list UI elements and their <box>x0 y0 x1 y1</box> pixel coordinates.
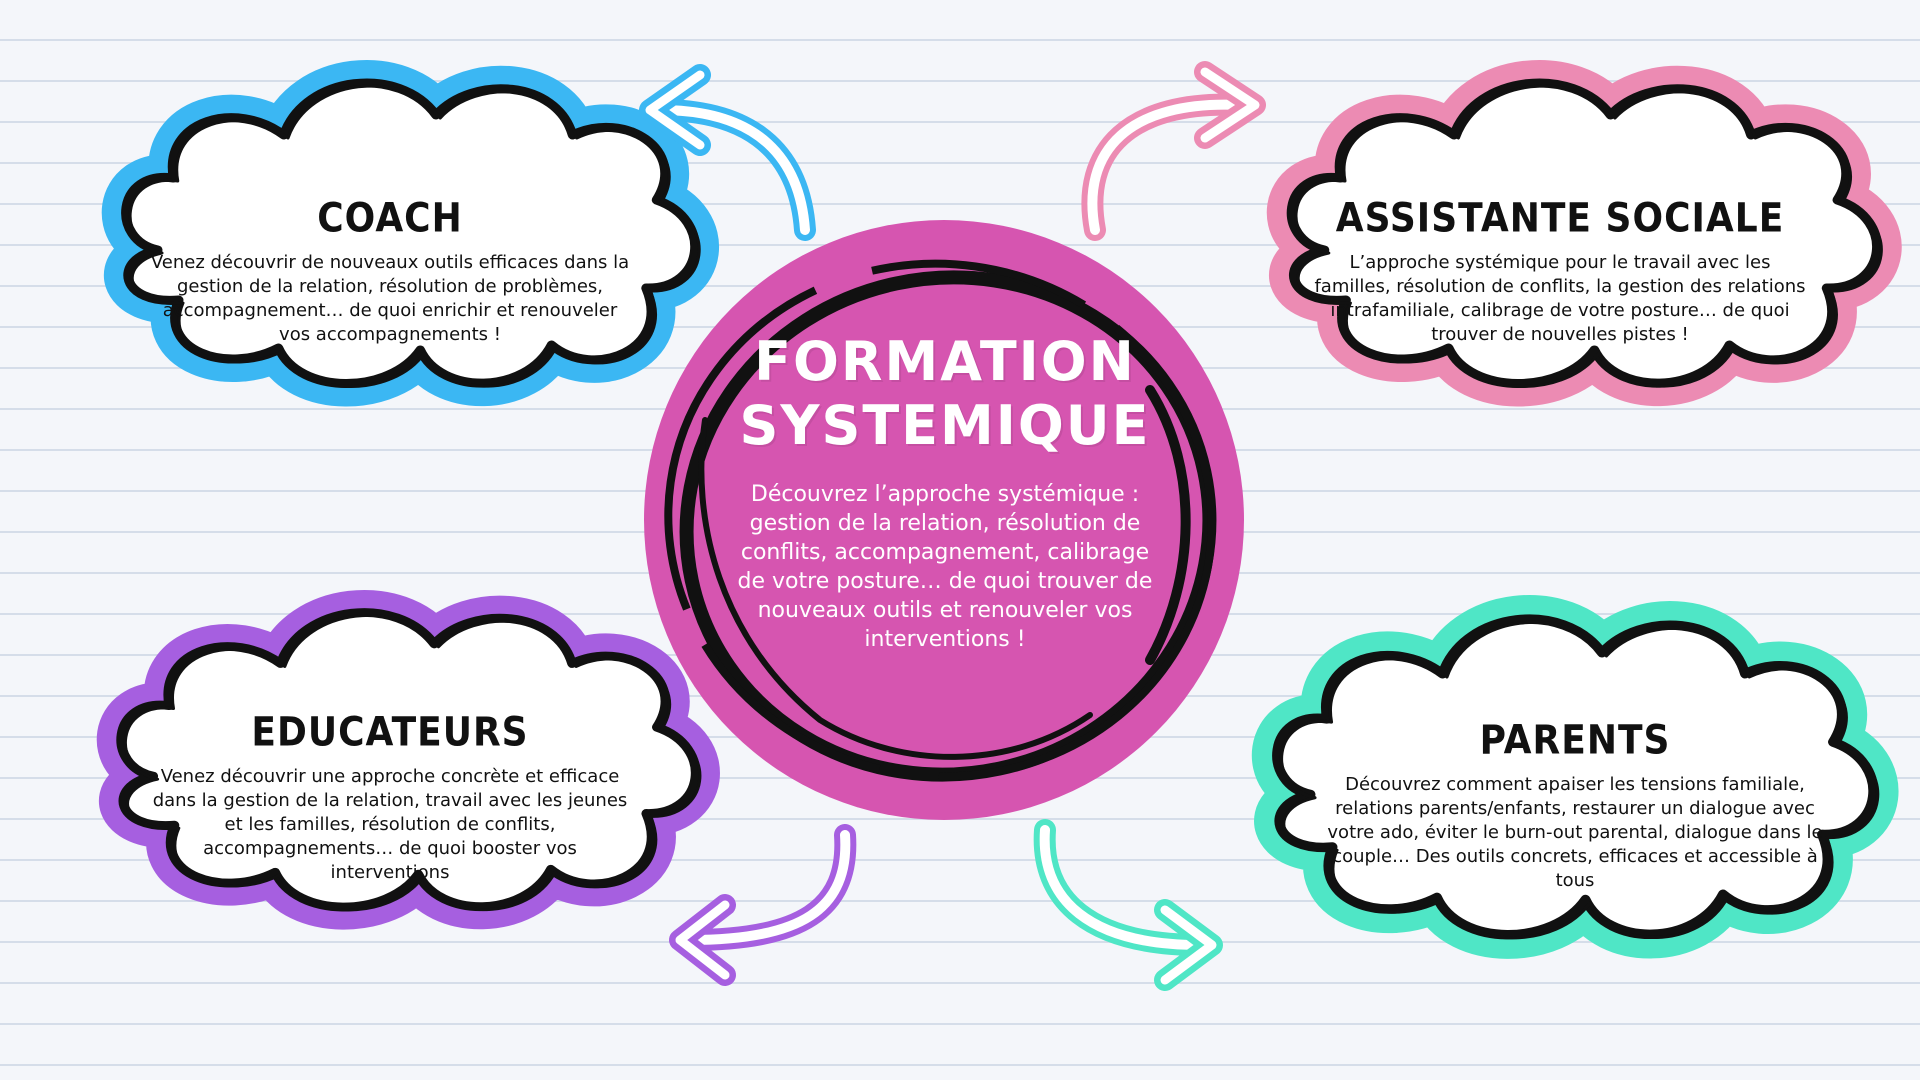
coach-content: COACH Venez découvrir de nouveaux outils… <box>145 195 635 347</box>
coach-title: COACH <box>317 195 463 242</box>
center-circle <box>644 220 1244 820</box>
parents-description: Découvrez comment apaiser les tensions f… <box>1327 774 1823 891</box>
coach-description: Venez découvrir de nouveaux outils effic… <box>150 252 630 345</box>
arrow-educateurs <box>669 824 857 986</box>
center-title-line1: FORMATION <box>754 330 1136 393</box>
arrow-coach <box>639 64 816 241</box>
parents-content: PARENTS Découvrez comment apaiser les te… <box>1325 717 1825 893</box>
center-description: Découvrez l’approche systémique : gestio… <box>737 482 1153 652</box>
arrow-parents <box>1033 819 1223 991</box>
social-description: L’approche systémique pour le travail av… <box>1314 252 1806 345</box>
center-content: FORMATION SYSTEMIQUE Découvrez l’approch… <box>730 330 1160 654</box>
parents-title: PARENTS <box>1479 717 1671 764</box>
arrow-social <box>1081 61 1266 241</box>
educateurs-title: EDUCATEURS <box>251 709 529 756</box>
center-title-line2: SYSTEMIQUE <box>739 394 1151 457</box>
educateurs-description: Venez découvrir une approche concrète et… <box>152 766 628 883</box>
social-title: ASSISTANTE SOCIALE <box>1335 195 1785 242</box>
educateurs-content: EDUCATEURS Venez découvrir une approche … <box>150 709 630 885</box>
social-content: ASSISTANTE SOCIALE L’approche systémique… <box>1310 195 1810 347</box>
